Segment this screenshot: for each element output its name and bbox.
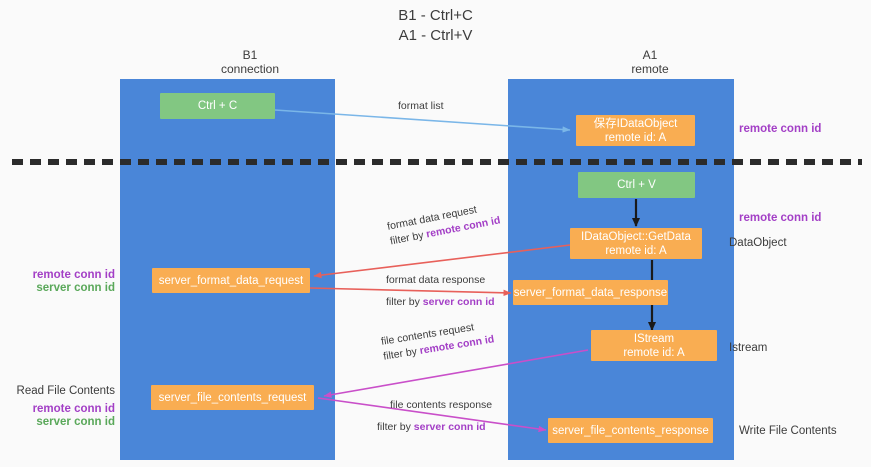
fdres-prefix: filter by <box>386 296 423 308</box>
node-istream[interactable]: IStream remote id: A <box>591 330 717 361</box>
node-save-idataobject[interactable]: 保存IDataObject remote id: A <box>576 115 695 146</box>
column-header-left: B1 connection <box>150 48 350 76</box>
node-server-file-contents-response-label: server_file_contents_response <box>552 424 709 437</box>
node-ctrl-v-line1: Ctrl + V <box>617 179 656 191</box>
edge-label-format-data-request: format data request filter by remote con… <box>386 199 502 250</box>
fcres-highlight: server conn id <box>413 421 486 433</box>
side-label-left-server-conn-id-bot: server conn id <box>36 416 115 428</box>
column-right-name: A1 <box>642 48 658 62</box>
edge-label-file-contents-response: file contents response filter by server … <box>377 398 493 435</box>
column-left-role: connection <box>220 62 280 76</box>
side-label-remote-conn-id-mid: remote conn id <box>739 212 822 224</box>
diagram-title: B1 - Ctrl+C A1 - Ctrl+V <box>0 6 871 46</box>
side-label-left-remote-conn-id-bot: remote conn id <box>32 403 115 415</box>
node-server-format-data-response-label: server_format_data_response <box>513 286 668 299</box>
side-label-istream: Istream <box>729 342 768 354</box>
node-server-format-data-request[interactable]: server_format_data_request <box>152 268 310 293</box>
edge-label-format-data-response: format data response filter by server co… <box>386 273 495 310</box>
node-server-file-contents-request-label: server_file_contents_request <box>158 391 307 404</box>
node-ctrl-c[interactable]: Ctrl + C <box>160 93 275 119</box>
side-label-dataobject: DataObject <box>729 237 787 249</box>
edge-label-file-contents-request: file contents request filter by remote c… <box>380 317 495 364</box>
title-line-2: A1 - Ctrl+V <box>398 27 473 44</box>
fdres-highlight: server conn id <box>422 296 495 308</box>
node-ctrl-c-line1: Ctrl + C <box>197 100 238 112</box>
side-label-remote-conn-id-top: remote conn id <box>739 123 822 135</box>
node-save-idataobject-line2: remote id: A <box>604 131 667 144</box>
column-left-name: B1 <box>242 48 258 62</box>
node-ctrl-v[interactable]: Ctrl + V <box>578 172 695 198</box>
node-istream-line2: remote id: A <box>623 346 685 359</box>
title-line-1: B1 - Ctrl+C <box>398 7 473 24</box>
fcres-prefix: filter by <box>377 421 414 433</box>
node-server-format-data-response[interactable]: server_format_data_response <box>513 280 668 305</box>
node-idataobject-getdata[interactable]: IDataObject::GetData remote id: A <box>570 228 702 259</box>
side-label-write-file-contents: Write File Contents <box>739 425 837 437</box>
column-header-right: A1 remote <box>550 48 750 76</box>
side-label-read-file-contents: Read File Contents <box>16 385 115 397</box>
edge-label-format-data-response-line1: format data response <box>386 274 486 286</box>
edge-label-format-data-response-line2: filter by server conn id <box>386 295 495 310</box>
column-right-role: remote <box>631 62 669 76</box>
node-server-format-data-request-label: server_format_data_request <box>158 274 304 287</box>
side-label-left-remote-conn-id-mid: remote conn id <box>32 269 115 281</box>
node-istream-line1: IStream <box>633 332 675 345</box>
edge-label-file-contents-response-line2: filter by server conn id <box>377 420 492 435</box>
node-server-file-contents-request[interactable]: server_file_contents_request <box>151 385 314 410</box>
node-server-file-contents-response[interactable]: server_file_contents_response <box>548 418 713 443</box>
edge-label-format-list: format list <box>398 99 444 114</box>
side-label-left-server-conn-id-mid: server conn id <box>36 282 115 294</box>
edge-label-file-contents-response-line1: file contents response <box>390 399 493 411</box>
node-idataobject-getdata-line1: IDataObject::GetData <box>581 230 691 243</box>
edge-label-format-list-text: format list <box>398 100 444 112</box>
node-idataobject-getdata-line2: remote id: A <box>605 244 667 257</box>
node-save-idataobject-line1: 保存IDataObject <box>593 117 678 130</box>
